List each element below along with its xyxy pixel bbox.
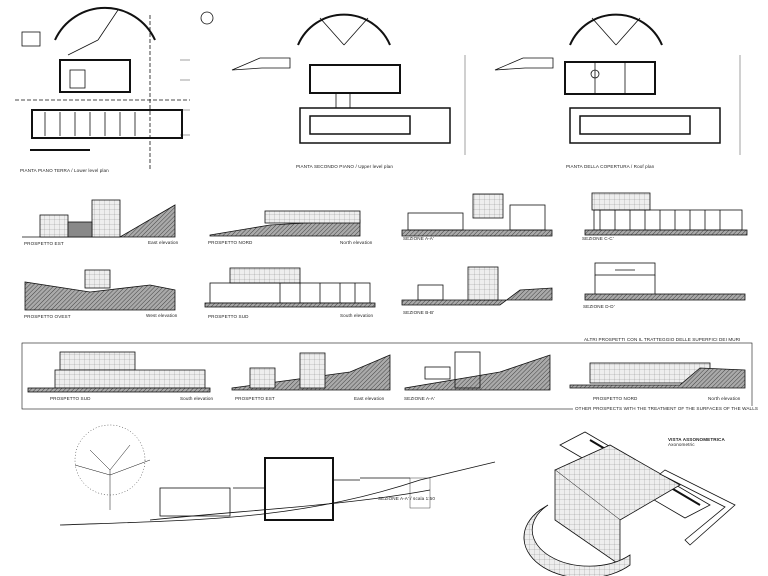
south-elevation-label: PROSPETTO SUD <box>208 314 249 319</box>
box-north-en: North elevation <box>708 396 741 401</box>
roof-plan <box>494 13 741 155</box>
box-south-label: PROSPETTO SUD <box>50 396 91 401</box>
box-east-elevation <box>231 352 391 391</box>
upper-level-plan <box>231 13 466 155</box>
section-b-b <box>401 266 553 306</box>
box-east-label: PROSPETTO EST <box>235 396 275 401</box>
axonometric-title: VISTA ASSONOMETRICA <box>668 437 725 442</box>
axonometric-subtitle: Axonometric <box>668 442 695 447</box>
box-north-elevation <box>569 362 746 389</box>
section-a-a <box>401 193 553 237</box>
south-elevation-en: South elevation <box>340 313 374 318</box>
section-bb-label: SEZIONE B-B' <box>403 310 435 315</box>
tree-drawing <box>74 424 151 510</box>
other-prospects-title-it: ALTRI PROSPETTI CON IL TRATTEGGIO DELLE … <box>582 337 743 342</box>
section-cc-label: SEZIONE C-C' <box>582 236 614 241</box>
roof-plan-label: PIANTA DELLA COPERTURA / Roof plan <box>566 164 655 169</box>
section-aa-label: SEZIONE A-A' <box>403 236 434 241</box>
large-section-a-a <box>59 424 496 526</box>
box-south-elevation <box>27 351 211 393</box>
north-elevation-label: PROSPETTO NORD <box>208 240 253 245</box>
west-elevation-en: West elevation <box>146 313 178 318</box>
section-c-c <box>584 192 748 236</box>
section-d-d <box>584 262 746 301</box>
section-dd-label: SEZIONE D-D' <box>583 304 615 309</box>
box-east-en: East elevation <box>354 396 385 401</box>
east-elevation-label: PROSPETTO EST <box>24 241 64 246</box>
other-prospects-title-en: OTHER PROSPECTS WITH THE TREATMENT OF TH… <box>573 406 761 411</box>
box-section-a-a <box>404 351 551 391</box>
east-elevation <box>22 199 176 238</box>
lower-plan-label: PIANTA PIANO TERRA / Lower level plan <box>20 168 109 173</box>
north-elevation <box>209 210 361 237</box>
large-section-label: SEZIONE A-A' / scala 1:50 <box>378 496 435 501</box>
south-elevation <box>204 267 376 308</box>
upper-plan-label: PIANTA SECONDO PIANO / Upper level plan <box>296 164 393 169</box>
box-south-en: South elevation <box>180 396 214 401</box>
lower-level-plan <box>15 6 214 170</box>
east-elevation-en: East elevation <box>148 240 179 245</box>
west-elevation-label: PROSPETTO OVEST <box>24 314 71 319</box>
other-prospects-frame <box>21 342 753 410</box>
box-section-aa-label: SEZIONE A-A' <box>404 396 435 401</box>
north-elevation-en: North elevation <box>340 240 373 245</box>
box-north-label: PROSPETTO NORD <box>593 396 638 401</box>
west-elevation <box>24 269 176 311</box>
axonometric-view <box>523 431 736 576</box>
